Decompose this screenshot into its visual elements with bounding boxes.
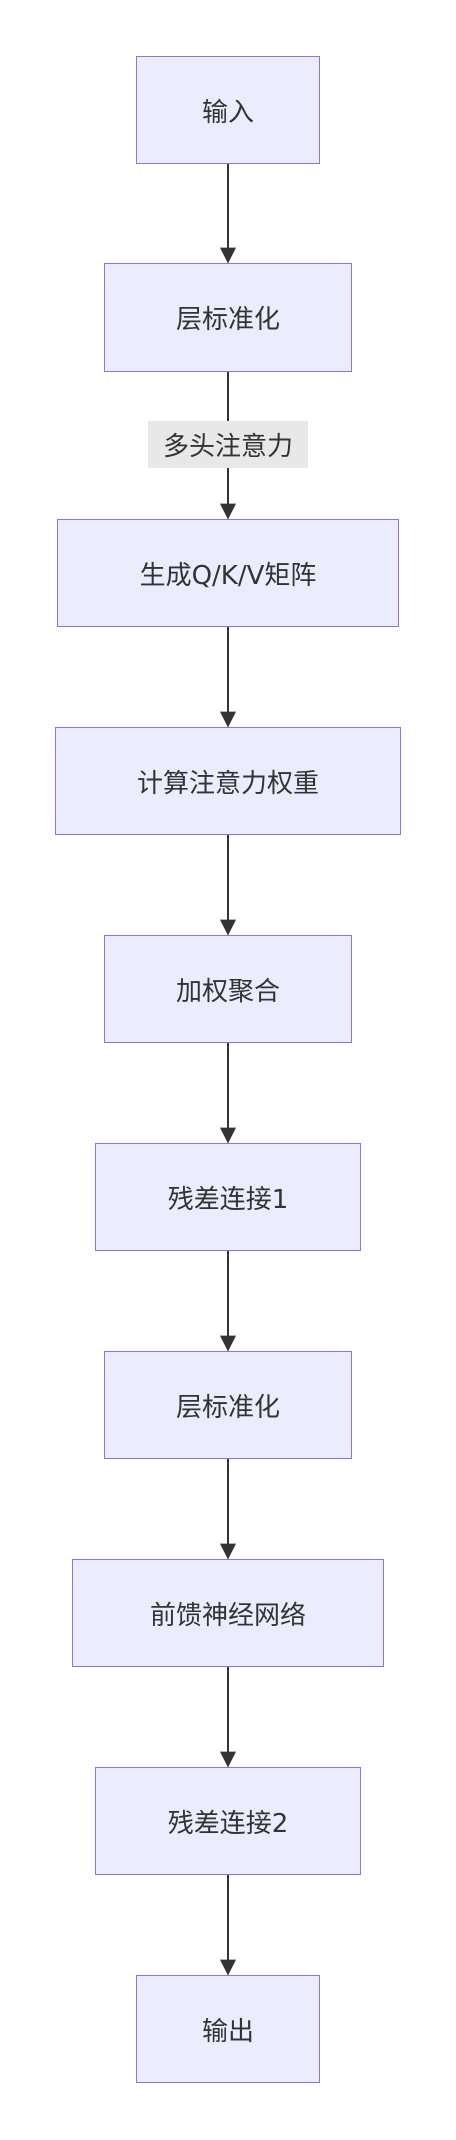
node-generate-qkv: 生成Q/K/V矩阵 — [57, 519, 399, 627]
node-residual-1: 残差连接1 — [95, 1143, 361, 1251]
node-weighted-aggregation: 加权聚合 — [104, 935, 352, 1043]
node-layer-norm-2: 层标准化 — [104, 1351, 352, 1459]
node-input: 输入 — [136, 56, 320, 164]
node-feed-forward: 前馈神经网络 — [72, 1559, 384, 1667]
node-residual-2: 残差连接2 — [95, 1767, 361, 1875]
edge-label-multi-head-attention: 多头注意力 — [148, 421, 308, 468]
node-output: 输出 — [136, 1975, 320, 2083]
node-layer-norm-1: 层标准化 — [104, 263, 352, 372]
node-compute-attention-weights: 计算注意力权重 — [55, 727, 401, 835]
